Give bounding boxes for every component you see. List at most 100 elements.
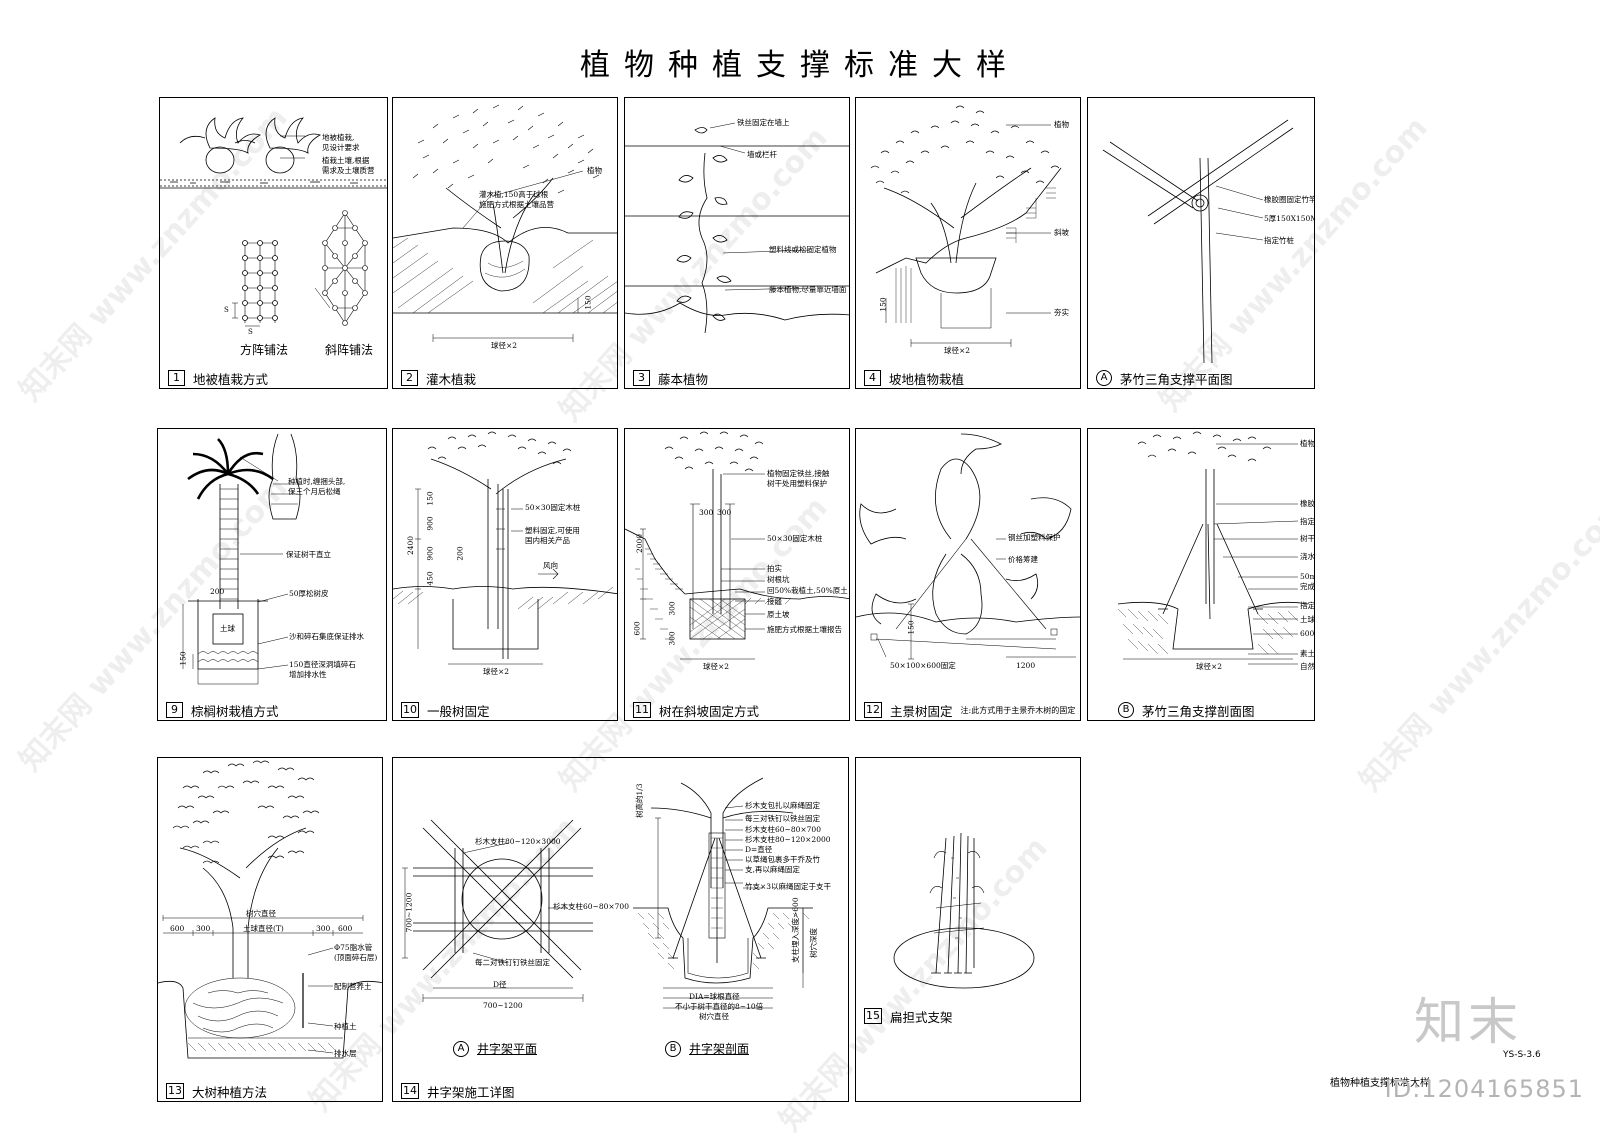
panel-bamboo-section: 植物 橡胶圈固定竹竿于树杆上 指定竹桩 树干 浇水之后最少可以蓄水150mm的蓄… — [1087, 428, 1315, 721]
panel-number: B — [1118, 702, 1134, 718]
dim-label: 300 — [196, 924, 211, 933]
dim-label: 150 — [178, 651, 188, 666]
caption-text: 树在斜坡固定方式 — [659, 703, 760, 719]
large-tree-icon — [172, 760, 320, 978]
label: 5厚150X150MM橡胶树干保护套 — [1264, 214, 1314, 223]
panel-slope-tree: 植物固定铁丝,接触 树干处用塑料保护 50×30固定木桩 拍实 树根坑 回50%… — [624, 428, 850, 721]
label: 树根坑 — [767, 575, 790, 584]
dim-label: 600 — [170, 924, 185, 933]
dim-label: 球径×2 — [944, 346, 971, 355]
dim-label: S — [248, 328, 253, 336]
label: 每二对铁钉钉铁丝固定 — [475, 958, 550, 967]
frame-plan-diagram — [413, 819, 593, 979]
dim-label: 2000 — [635, 533, 645, 554]
label: 藤本植物,尽量靠近墙面 — [769, 285, 847, 294]
label: 150直径深洞填碎石 — [289, 660, 356, 669]
caption-text: 大树种植方法 — [192, 1084, 268, 1100]
grid-pattern — [242, 240, 278, 323]
tree-icon — [427, 431, 572, 629]
label: 价格筹建 — [1008, 555, 1038, 564]
dim-label: 300 — [667, 631, 677, 646]
label: 树穴直径 — [699, 1012, 729, 1021]
watermark: 知末网 www.znzmo.com — [1352, 490, 1600, 799]
panel-frame-detail: 杉木支柱80~120×3000 杉木支柱60~80×700 每二对铁钉钉铁丝固定… — [392, 757, 849, 1102]
label: 施肥方式根据土壤报告 — [767, 625, 842, 634]
label: 50×30固定木桩 — [525, 503, 581, 512]
dim-label: 900 — [425, 546, 435, 561]
label: 完成面标高 — [1300, 582, 1315, 591]
label: 竹支×3以麻绳固定于支干 — [745, 882, 832, 891]
caption-note: 注:此方式用于主景乔木树的固定 — [960, 705, 1076, 715]
panel-number: 11 — [633, 702, 651, 718]
label: 素土夯实 — [1300, 649, 1315, 658]
dim-label: 150 — [425, 491, 435, 506]
soil-hatch — [187, 1042, 337, 1052]
label: 沙和碎石集底保证排水 — [289, 632, 364, 641]
tree-icon — [870, 105, 1060, 264]
panel-number: 14 — [401, 1083, 419, 1099]
label: 杉木支柱80~120×3000 — [475, 837, 561, 846]
image-id: ID:1204165851 — [1384, 1075, 1584, 1103]
label: 增加排水性 — [289, 670, 327, 679]
label: 接缝 — [767, 597, 782, 606]
caption-text: 主景树固定 — [890, 703, 953, 719]
label: 植物 — [587, 166, 602, 175]
label: 自然土壤 — [1300, 662, 1315, 671]
panel-caption: 4 坡地植物栽植 — [864, 370, 965, 387]
dim-label: 球径×2 — [1196, 662, 1223, 671]
label: 原土坡 — [767, 610, 790, 619]
palm-tree-icon — [187, 438, 274, 609]
panel-number: 3 — [633, 370, 650, 386]
label: 支,再以麻绳固定 — [745, 865, 800, 874]
label: 土球直径(T) — [243, 924, 284, 933]
caption-text: 棕榈树栽植方式 — [191, 703, 279, 719]
dim-label: 土球 — [220, 624, 235, 633]
dim-label: 2400 — [406, 535, 416, 556]
gravel-layer — [197, 651, 259, 663]
caption-text: 灌木植栽 — [426, 371, 477, 387]
label: 不小于树干直径的8~10倍 — [675, 1002, 764, 1011]
panel-caption: 13 大树种植方法 — [166, 1083, 268, 1100]
label: 钢丝加塑料保护 — [1008, 533, 1061, 542]
label: 施肥方式根据土壤品营 — [479, 200, 554, 209]
label: 600MM深标准表土层,除去在土壤布置图 — [1300, 629, 1315, 638]
sub-caption-text: 井字架平面 — [477, 1042, 538, 1056]
sub-caption-a: A 井字架平面 — [453, 1040, 537, 1057]
label: 50mm厚指定种植土层 — [1300, 572, 1314, 581]
label: 斜坡 — [1054, 228, 1069, 237]
sub-caption: 斜阵铺法 — [325, 343, 374, 357]
panel-number: 13 — [166, 1083, 184, 1099]
panel-number: 4 — [864, 370, 881, 386]
panel-caption: B 茅竹三角支撑剖面图 — [1118, 702, 1255, 719]
label: 配制营养土 — [334, 982, 372, 991]
label: 树穴深度 — [809, 928, 818, 958]
tree-icon — [664, 431, 764, 614]
slope-hatch — [895, 187, 1056, 323]
caption-text: 坡地植物栽植 — [889, 371, 965, 387]
sub-number: A — [453, 1040, 469, 1057]
label: 指定回填土 — [1300, 601, 1315, 610]
label: DIA=球根直径 — [689, 992, 740, 1001]
diamond-pattern — [322, 210, 368, 326]
shoulder-frame-icon — [929, 832, 985, 974]
label: 铁丝固定在墙上 — [737, 118, 790, 127]
label: 植物 — [1300, 439, 1315, 448]
wrapped-palm-icon — [268, 433, 301, 520]
caption-text: 茅竹三角支撑剖面图 — [1142, 703, 1255, 719]
label: 50×100×600固定 — [890, 661, 956, 670]
label: 树干 — [1300, 534, 1315, 543]
dim-label: 450 — [425, 571, 435, 586]
dim-label: 150 — [583, 295, 593, 310]
panel-ground-cover: 地被植栽, 见设计要求 植栽土壤,根据 需求及土壤质营 S S 方阵铺法 斜阵铺… — [159, 97, 388, 389]
sub-caption-text: 井字架剖面 — [689, 1042, 750, 1056]
label: D=直径 — [745, 845, 773, 854]
panel-bamboo-plan: 橡胶圈固定竹竿于树杆上 5厚150X150MM橡胶树干保护套 指定竹桩 A茅竹三… — [1087, 97, 1315, 389]
label: 回50%栽植土,50%原土 — [767, 586, 848, 595]
dim-label: 球径×2 — [703, 662, 730, 671]
label: 50×30固定木桩 — [767, 534, 823, 543]
